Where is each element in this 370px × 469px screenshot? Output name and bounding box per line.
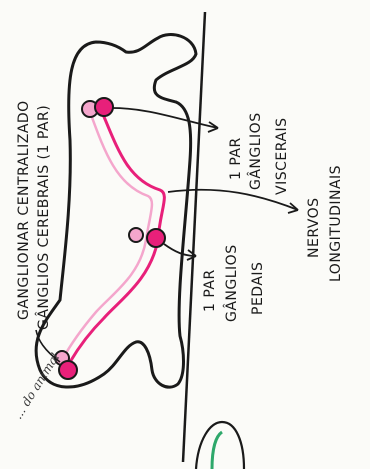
- label-heading-2: GÂNGLIOS CEREBRAIS (1 PAR): [34, 105, 52, 330]
- green-shape-fill: [212, 432, 222, 469]
- green-shape-outline: [196, 422, 244, 469]
- arrow-to-pedais: [164, 244, 196, 256]
- visceral-ganglion-right: [59, 361, 77, 379]
- label-pedais-1: 1 PAR: [202, 269, 218, 312]
- pedal-ganglion-right: [147, 229, 165, 247]
- label-viscerais-2: GÂNGLIOS: [246, 112, 264, 190]
- pedal-ganglion-left: [129, 228, 143, 242]
- label-pedais-2: GÂNGLIOS: [222, 244, 240, 322]
- substrate-line: [183, 12, 205, 462]
- arrow-to-viscerais: [112, 108, 218, 128]
- label-nervos-2: LONGITUDINAIS: [328, 165, 344, 282]
- label-pedais-3: PEDAIS: [250, 262, 266, 315]
- label-viscerais-3: VISCERAIS: [274, 118, 290, 195]
- body-outline: [36, 35, 196, 388]
- label-heading-1: GANGLIONAR CENTRALIZADO: [16, 100, 32, 320]
- label-nervos-1: NERVOS: [306, 197, 322, 258]
- cerebral-ganglion-right: [95, 98, 113, 116]
- label-viscerais-1: 1 PAR: [228, 137, 244, 180]
